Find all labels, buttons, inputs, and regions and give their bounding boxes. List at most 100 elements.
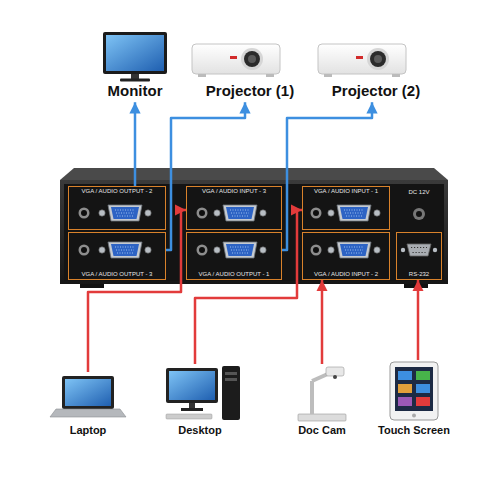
input-cable (88, 210, 186, 372)
projector-foot (324, 74, 332, 77)
vga-port (214, 242, 266, 258)
node-label: Desktop (178, 424, 221, 437)
projector-lens-ring (241, 48, 263, 70)
projector-badge (356, 56, 363, 59)
touchpanel-screen (395, 367, 433, 411)
serial-screw (401, 248, 405, 252)
serial-screw (433, 248, 437, 252)
power-jack-hole (416, 211, 422, 217)
node-label: VGA / AUDIO OUTPUT - 3 (82, 271, 153, 278)
doccam-arm (310, 381, 314, 414)
touchpanel-frame (390, 362, 438, 420)
audio-jack (311, 208, 322, 219)
desktop-stand (189, 403, 195, 408)
vga-port (214, 205, 266, 221)
input-cable (321, 280, 324, 364)
input-cable (417, 280, 420, 360)
desktop-tower (222, 366, 240, 420)
vga-port (328, 205, 380, 221)
touchpanel-button (398, 371, 412, 380)
tower-drive (225, 372, 237, 375)
serial-pins (411, 248, 427, 253)
housing-top (60, 168, 448, 180)
desktop-screen (169, 371, 215, 400)
projector-lens (244, 51, 260, 67)
vga-port (328, 242, 380, 258)
control-port: RS-232 (396, 232, 442, 280)
output-cable (282, 102, 372, 250)
display-device: Projector (1) (201, 38, 300, 102)
input-port: VGA / AUDIO INPUT - 2 (302, 232, 390, 280)
monitor-stand (131, 74, 139, 79)
control-device: Touch Screen (373, 360, 455, 440)
node-label: Monitor (108, 82, 163, 99)
node-label: VGA / AUDIO INPUT - 1 (314, 188, 378, 195)
desktop-monitor (166, 368, 218, 403)
touchpanel-home (412, 414, 416, 418)
node-label: Touch Screen (378, 424, 450, 437)
node-label: VGA / AUDIO OUTPUT - 2 (82, 188, 153, 195)
housing-foot (404, 284, 428, 288)
monitor-bezel (103, 32, 167, 74)
node-label: Projector (1) (206, 82, 294, 99)
input-port: VGA / AUDIO INPUT - 3 (186, 186, 282, 230)
housing-foot (80, 284, 104, 288)
tower-drive (225, 378, 237, 381)
projector-body (192, 44, 280, 74)
doccam-base (298, 414, 346, 421)
node-label: VGA / AUDIO INPUT - 2 (314, 271, 378, 278)
projector-lens-glass (374, 55, 382, 63)
output-port: VGA / AUDIO OUTPUT - 2 (68, 186, 166, 230)
housing-front (60, 180, 448, 284)
keyboard (166, 414, 212, 419)
audio-jack (197, 208, 208, 219)
input-port: VGA / AUDIO INPUT - 1 (302, 186, 390, 230)
touchpanel-button (416, 397, 430, 406)
node-label: Projector (2) (332, 82, 420, 99)
serial-port (407, 244, 431, 256)
input-cable (195, 210, 302, 364)
node-label: RS-232 (409, 271, 429, 278)
monitor-screen (106, 35, 164, 71)
audio-jack (79, 208, 90, 219)
output-port: VGA / AUDIO OUTPUT - 3 (68, 232, 166, 280)
doccam-head (326, 367, 344, 376)
audio-jack (311, 245, 322, 256)
laptop-base (50, 409, 126, 417)
laptop-lid (62, 376, 114, 409)
projector-lens-glass (248, 55, 256, 63)
power-jack (413, 208, 425, 220)
node-label: Doc Cam (298, 424, 346, 437)
housing-panel (64, 184, 444, 281)
display-device: Projector (2) (327, 38, 426, 102)
node-label: Laptop (70, 424, 107, 437)
projector-foot (198, 74, 206, 77)
desktop-stand-base (181, 408, 203, 411)
panel-label: DC 12V (396, 189, 442, 196)
touchpanel-button (416, 384, 430, 393)
vga-port (99, 205, 151, 221)
projector-lens (370, 51, 386, 67)
projector-lens-ring (367, 48, 389, 70)
node-label: VGA / AUDIO INPUT - 3 (202, 188, 266, 195)
display-device: Monitor (102, 30, 168, 102)
source-device: Doc Cam (293, 364, 351, 440)
source-device: Laptop (58, 372, 118, 440)
projector-badge (230, 56, 237, 59)
node-label: VGA / AUDIO OUTPUT - 1 (199, 271, 270, 278)
doccam-lens (333, 375, 337, 379)
touchpanel-button (416, 371, 430, 380)
source-device: Desktop (168, 364, 232, 440)
projector-body (318, 44, 406, 74)
touchpanel-button (398, 384, 412, 393)
laptop-screen (65, 379, 111, 406)
audio-jack (197, 245, 208, 256)
output-cable (134, 102, 137, 186)
projector-foot (266, 74, 274, 77)
vga-port (99, 242, 151, 258)
output-cable (166, 102, 245, 250)
audio-jack (79, 245, 90, 256)
monitor-base (120, 79, 150, 82)
